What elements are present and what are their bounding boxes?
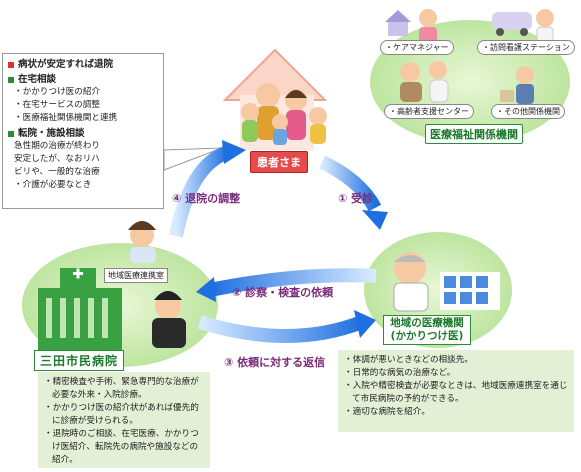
hospital-note: ・かかりつけ医の紹介状があれば優先的に診療が受けられる。 — [44, 403, 199, 426]
welfare-label: 医療福祉関係機関 — [425, 124, 523, 144]
clinic-label: 地域の医療機関 (かかりつけ医) — [383, 315, 471, 345]
welfare-tag: ・高齢者支援センター — [384, 104, 474, 119]
clinic-note: ・入院や精密検査が必要なときは、地域医療連携室を通じて市民病院の予約ができる。 — [344, 381, 568, 404]
transfer-consult-text: ビリや、一般的な治療 — [14, 167, 100, 177]
transfer-consult-text: 安定したが、なおリハ — [14, 154, 100, 164]
home-consult-item: ・在宅サービスの調整 — [14, 100, 100, 110]
discharge-heading: 病状が安定すれば退院 — [18, 59, 114, 70]
hospital-notes: ・精密検査や手術、緊急専門的な治療が必要な外来・入院診療。 ・かかりつけ医の紹介… — [38, 372, 210, 468]
hospital-note: ・精密検査や手術、緊急専門的な治療が必要な外来・入院診療。 — [44, 377, 199, 400]
arrow-label-visit: ① 受診 — [338, 192, 374, 205]
welfare-tag: ・その他関係機関 — [491, 104, 565, 119]
patient-label: 患者さま — [250, 151, 308, 173]
welfare-tag: ・ケアマネジャー — [380, 40, 454, 55]
home-consult-heading: 在宅相談 — [18, 74, 57, 85]
home-consult-item: ・かかりつけ医の紹介 — [14, 87, 101, 97]
clinic-note: ・体調が悪いときなどの相談先。 — [344, 355, 473, 365]
arrow-label-reply: ③ 依頼に対する返信 — [224, 356, 326, 369]
clinic-note: ・日常的な病気の治療など。 — [344, 368, 456, 378]
clinic-building — [393, 252, 500, 312]
arrow-label-request: ② 診察・検査の依頼 — [232, 286, 334, 299]
clinic-notes: ・体調が悪いときなどの相談先。 ・日常的な病気の治療など。 ・入院や精密検査が必… — [338, 350, 574, 432]
discharge-info-box: 病状が安定すれば退院 在宅相談 ・かかりつけ医の紹介 ・在宅サービスの調整 ・医… — [2, 53, 164, 209]
liaison-office-sign: 地域医療連携室 — [104, 268, 168, 283]
transfer-consult-text: ・介護が必要なとき — [14, 180, 92, 190]
transfer-consult-heading: 転院・施設相談 — [18, 128, 85, 139]
arrow-label-discharge: ④ 退院の調整 — [172, 192, 241, 205]
welfare-tag: ・訪問看護ステーション — [477, 40, 575, 55]
home-consult-item: ・医療福祉関係機関と連携 — [14, 113, 118, 123]
clinic-note: ・適切な病院を紹介。 — [344, 407, 430, 417]
family-illustration — [241, 83, 327, 145]
hospital-building — [38, 268, 122, 350]
transfer-consult-text: 急性期の治療が終わり — [14, 141, 100, 151]
hospital-label: 三田市民病院 — [34, 350, 125, 371]
hospital-note: ・退院時のご相談、在宅医療、かかりつけ医紹介、転院先の病院や施設などの紹介。 — [44, 429, 199, 465]
